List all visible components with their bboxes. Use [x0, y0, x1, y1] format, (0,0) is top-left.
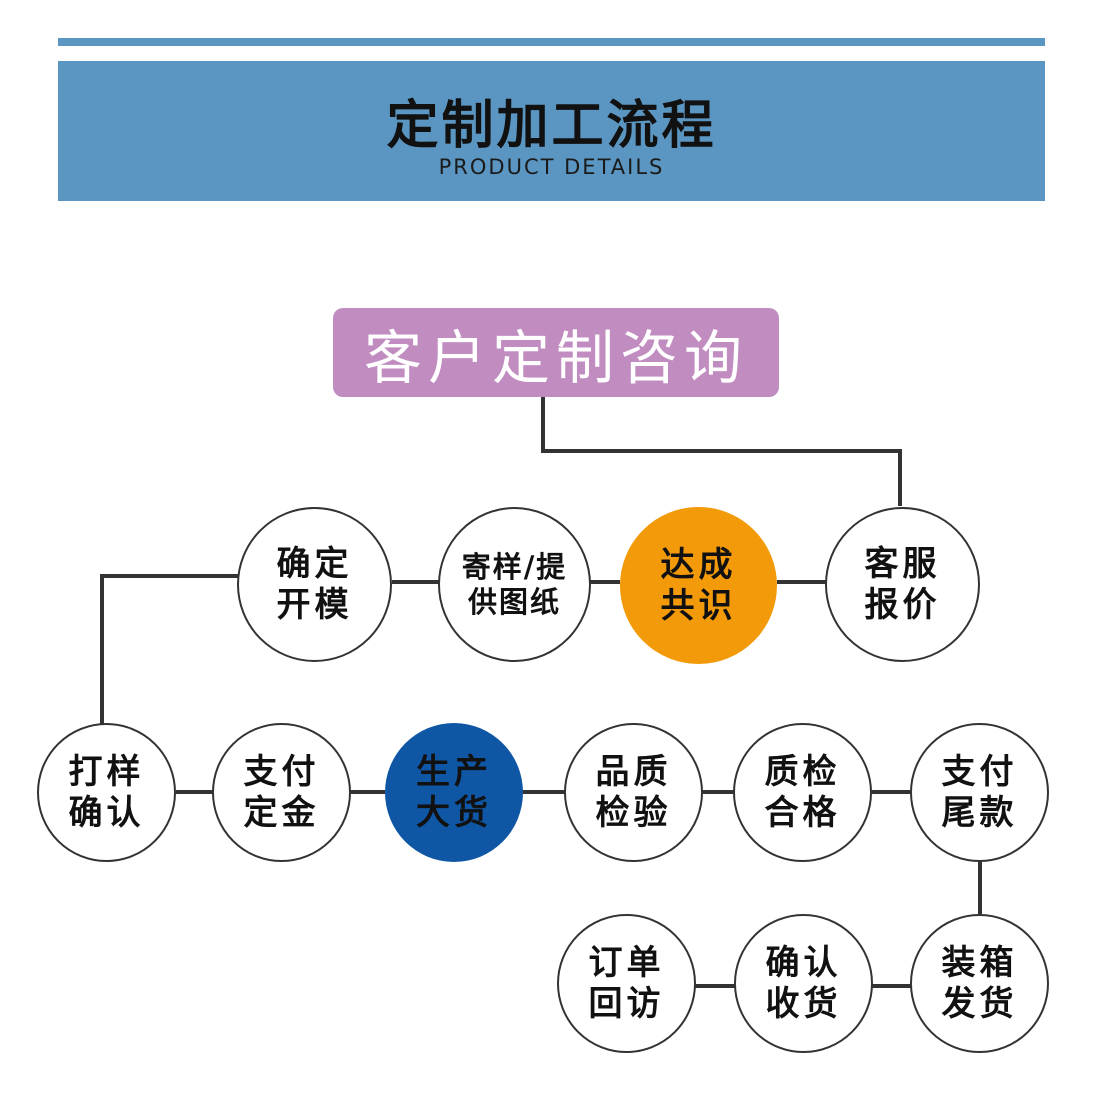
connector-mold-proof	[100, 574, 239, 724]
step-label-line2: 供图纸	[467, 584, 561, 619]
step-deposit: 支付 定金	[212, 723, 351, 862]
step-followup: 订单 回访	[557, 914, 696, 1053]
step-quote: 客服 报价	[825, 507, 980, 662]
step-inspection: 品质 检验	[564, 723, 703, 862]
step-label-line2: 定金	[243, 792, 320, 833]
page-title: 定制加工流程	[386, 96, 717, 156]
top-rule	[58, 38, 1045, 46]
start-consultation-box: 客户定制咨询	[333, 308, 779, 397]
step-label-line2: 尾款	[941, 792, 1018, 833]
start-label: 客户定制咨询	[363, 323, 748, 392]
step-label-line1: 确认	[765, 943, 842, 984]
step-label-line2: 确认	[68, 792, 145, 833]
step-label-line1: 寄样/提	[461, 550, 568, 585]
step-balance: 支付 尾款	[910, 723, 1049, 862]
step-label-line1: 客服	[864, 544, 941, 585]
step-label-line2: 收货	[765, 983, 842, 1024]
step-label-line1: 达成	[660, 545, 737, 586]
step-label-line1: 打样	[68, 752, 145, 793]
step-label-line2: 发货	[941, 983, 1018, 1024]
step-qualified: 质检 合格	[733, 723, 872, 862]
step-label-line1: 品质	[595, 752, 672, 793]
step-label-line2: 共识	[660, 585, 737, 626]
step-consensus: 达成 共识	[620, 507, 777, 664]
step-label-line1: 支付	[243, 752, 320, 793]
step-label-line1: 生产	[416, 752, 492, 793]
step-label-line2: 大货	[416, 792, 492, 833]
step-label-line1: 订单	[588, 943, 665, 984]
header-band: 定制加工流程 PRODUCT DETAILS	[58, 61, 1045, 201]
step-label-line2: 检验	[595, 792, 672, 833]
step-sample: 寄样/提 供图纸	[438, 507, 591, 662]
step-receipt: 确认 收货	[734, 914, 873, 1053]
step-label-line2: 报价	[864, 584, 941, 625]
page-subtitle: PRODUCT DETAILS	[438, 155, 665, 179]
step-proof: 打样 确认	[37, 723, 176, 862]
step-label-line2: 合格	[764, 792, 841, 833]
step-label-line1: 装箱	[941, 943, 1018, 984]
step-label-line2: 回访	[588, 983, 665, 1024]
step-production: 生产 大货	[385, 723, 523, 862]
step-label-line2: 开模	[276, 584, 353, 625]
step-mold: 确定 开模	[237, 507, 392, 662]
step-label-line1: 确定	[276, 544, 353, 585]
step-label-line1: 支付	[941, 752, 1018, 793]
connector-start-quote	[541, 397, 902, 506]
step-label-line1: 质检	[764, 752, 841, 793]
step-shipping: 装箱 发货	[910, 914, 1049, 1053]
